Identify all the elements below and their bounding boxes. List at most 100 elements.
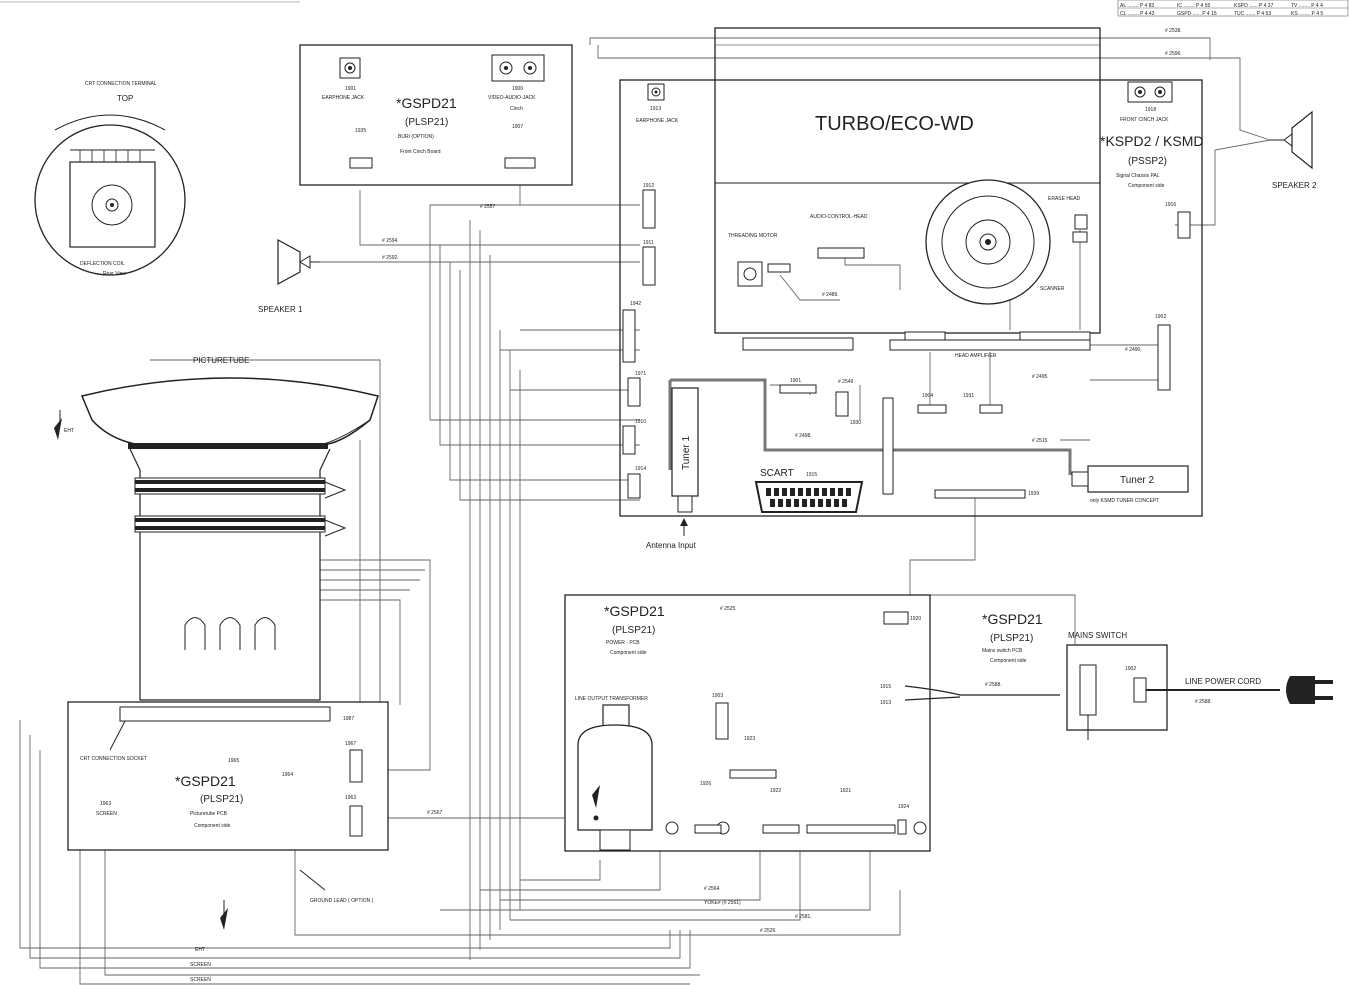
svg-text:# 2588.: # 2588.: [1195, 699, 1212, 705]
svg-text:1903: 1903: [712, 693, 723, 699]
svg-text:TOP: TOP: [117, 94, 133, 103]
svg-text:YOKE# (# 2561): YOKE# (# 2561): [704, 900, 741, 906]
svg-text:Component side: Component side: [1128, 183, 1165, 189]
svg-text:GROUND LEAD ( OPTION ): GROUND LEAD ( OPTION ): [310, 898, 374, 904]
svg-text:SCANNER: SCANNER: [1040, 286, 1065, 292]
svg-text:1920: 1920: [910, 616, 921, 622]
svg-text:CL ........ P 4 43: CL ........ P 4 43: [1120, 11, 1155, 17]
svg-text:1900: 1900: [512, 86, 523, 92]
svg-text:MAINS SWITCH: MAINS SWITCH: [1068, 631, 1127, 640]
svg-text:# 2490.: # 2490.: [1125, 347, 1142, 353]
svg-text:1921: 1921: [840, 788, 851, 794]
svg-text:(PLSP21): (PLSP21): [200, 794, 243, 805]
svg-text:1901: 1901: [790, 378, 801, 384]
svg-text:*GSPD21: *GSPD21: [396, 95, 457, 111]
svg-text:# 2538.: # 2538.: [1165, 28, 1182, 34]
svg-text:Mains switch PCB: Mains switch PCB: [982, 648, 1023, 654]
svg-text:Cinch: Cinch: [510, 106, 523, 112]
svg-text:SPEAKER 2: SPEAKER 2: [1272, 181, 1317, 190]
svg-text:# 2567: # 2567: [427, 810, 443, 816]
svg-text:# 2515: # 2515: [1032, 438, 1048, 444]
svg-text:SCREEN: SCREEN: [190, 977, 211, 983]
svg-text:(PLSP21): (PLSP21): [405, 117, 448, 128]
svg-text:Antenna Input: Antenna Input: [646, 541, 697, 550]
svg-text:Component side: Component side: [990, 658, 1027, 664]
svg-text:1918: 1918: [1145, 107, 1156, 113]
svg-text:VIDEO-AUDIO-JACK: VIDEO-AUDIO-JACK: [488, 95, 536, 101]
svg-text:AUDIO-CONTROL-HEAD: AUDIO-CONTROL-HEAD: [810, 214, 868, 220]
svg-text:1904: 1904: [922, 393, 933, 399]
svg-text:LINE OUTPUT TRANSFORMER: LINE OUTPUT TRANSFORMER: [575, 696, 648, 702]
svg-text:*GSPD21: *GSPD21: [175, 773, 236, 789]
crt-connection-terminal: CRT CONNECTION TERMINAL TOP DEFLECTION C…: [34, 81, 186, 277]
svg-text:1910: 1910: [635, 419, 646, 425]
svg-text:1967: 1967: [345, 741, 356, 747]
svg-text:GSPD ...... P 4 15: GSPD ...... P 4 15: [1177, 11, 1217, 17]
gspd-power-pcb: *GSPD21 (PLSP21) POWER - PCB Component s…: [564, 594, 931, 852]
svg-text:1902: 1902: [1155, 314, 1166, 320]
svg-text:1987: 1987: [343, 716, 354, 722]
svg-text:EARPHONE JACK: EARPHONE JACK: [322, 95, 365, 101]
svg-text:1964: 1964: [282, 772, 293, 778]
svg-text:Tuner 1: Tuner 1: [681, 435, 692, 470]
svg-text:POWER - PCB: POWER - PCB: [606, 640, 640, 646]
svg-text:# 2581.: # 2581.: [795, 914, 812, 920]
svg-text:# 2498.: # 2498.: [795, 433, 812, 439]
svg-text:# 2525.: # 2525.: [720, 606, 737, 612]
svg-text:HEAD AMPLIFIER: HEAD AMPLIFIER: [955, 353, 997, 359]
svg-text:# 2596.: # 2596.: [1165, 51, 1182, 57]
gspd-front-cinch-board: 1901 EARPHONE JACK 1900 VIDEO-AUDIO-JACK…: [299, 44, 573, 186]
svg-text:# 2489.: # 2489.: [822, 292, 839, 298]
svg-text:1942: 1942: [630, 301, 641, 307]
svg-text:# 2564.: # 2564.: [704, 886, 721, 892]
svg-text:1922: 1922: [770, 788, 781, 794]
reference-table: AL ........ P 4 83 IC ........ P 4 55 KS…: [1117, 0, 1349, 17]
svg-text:SCART: SCART: [760, 468, 794, 479]
speaker-2: SPEAKER 2: [1270, 110, 1317, 190]
svg-text:SCREEN: SCREEN: [190, 962, 211, 968]
svg-text:Component side: Component side: [610, 650, 647, 656]
wire-labels: # 2538. # 2596. # 2557 # 2594. # 2592. #…: [382, 28, 1212, 934]
svg-text:1912: 1912: [643, 183, 654, 189]
svg-text:EHT: EHT: [195, 947, 205, 953]
svg-text:*GSPD21: *GSPD21: [604, 603, 665, 619]
svg-text:Signal Chassis PAL: Signal Chassis PAL: [1116, 173, 1160, 179]
svg-text:1914: 1914: [635, 466, 646, 472]
svg-text:1963: 1963: [345, 795, 356, 801]
svg-text:# 2549: # 2549: [838, 379, 854, 385]
svg-text:1915: 1915: [880, 684, 891, 690]
svg-text:TV ........ P 4 4: TV ........ P 4 4: [1291, 3, 1323, 9]
svg-text:IC ........ P 4 55: IC ........ P 4 55: [1177, 3, 1210, 9]
svg-text:1916: 1916: [1165, 202, 1176, 208]
svg-text:SPEAKER 1: SPEAKER 1: [258, 305, 303, 314]
gspd-picturetube-pcb: CRT CONNECTION SOCKET *GSPD21 (PLSP21) P…: [67, 701, 389, 851]
svg-text:1923: 1923: [744, 736, 755, 742]
svg-text:Tuner 2: Tuner 2: [1120, 475, 1155, 486]
svg-text:THREADING MOTOR: THREADING MOTOR: [728, 233, 778, 239]
svg-text:1901: 1901: [345, 86, 356, 92]
svg-text:BURI (OPTION): BURI (OPTION): [398, 134, 434, 140]
svg-text:1963: 1963: [100, 801, 111, 807]
svg-text:*KSPD2 / KSMD: *KSPD2 / KSMD: [1100, 133, 1203, 149]
gspd-mains-pcb: *GSPD21 (PLSP21) Mains switch PCB Compon…: [880, 611, 1333, 740]
svg-text:1926: 1926: [700, 781, 711, 787]
svg-text:1924: 1924: [898, 804, 909, 810]
ground-lead: GROUND LEAD ( OPTION ): [220, 869, 374, 930]
svg-text:CRT CONNECTION TERMINAL: CRT CONNECTION TERMINAL: [85, 81, 157, 87]
svg-text:LINE POWER CORD: LINE POWER CORD: [1185, 677, 1261, 686]
svg-text:DEFLECTION COIL: DEFLECTION COIL: [80, 261, 125, 267]
svg-text:KS ........ P 4 5: KS ........ P 4 5: [1291, 11, 1323, 17]
svg-text:# 2557: # 2557: [480, 204, 496, 210]
svg-text:# 2526.: # 2526.: [760, 928, 777, 934]
svg-text:1930: 1930: [850, 420, 861, 426]
svg-text:ERASE HEAD: ERASE HEAD: [1048, 196, 1081, 202]
kspd-signal-board: TURBO/ECO-WD 1913 EARPHONE JACK 1918 FRO…: [619, 27, 1203, 517]
svg-text:(PLSP21): (PLSP21): [612, 625, 655, 636]
svg-text:EHT: EHT: [64, 428, 74, 434]
svg-text:FRONT CINCH JACK: FRONT CINCH JACK: [1120, 117, 1169, 123]
svg-text:KSPO ...... P 4 37: KSPO ...... P 4 37: [1234, 3, 1274, 9]
svg-text:Component side: Component side: [194, 823, 231, 829]
picture-tube: PICTURETUBE EHT: [54, 356, 379, 701]
svg-text:SCREEN: SCREEN: [96, 811, 117, 817]
